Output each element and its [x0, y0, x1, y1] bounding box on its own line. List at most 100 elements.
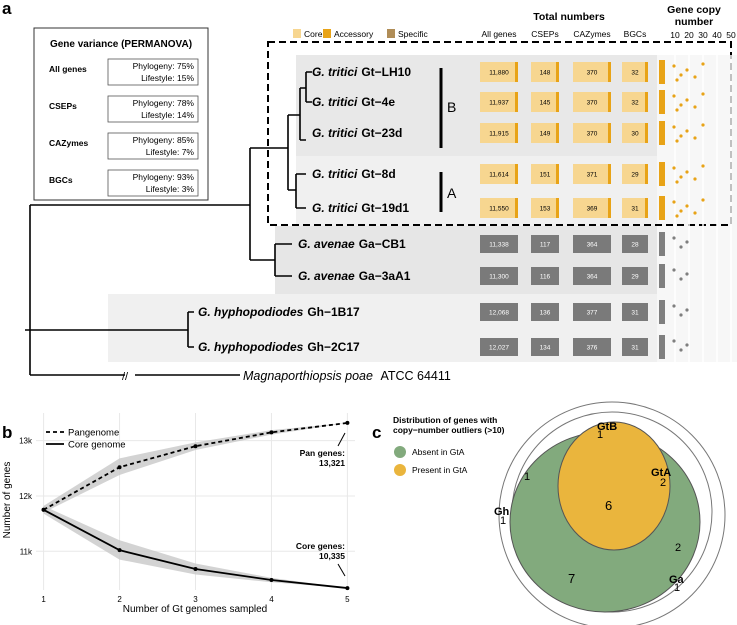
x-tick-label: 1 — [41, 595, 46, 604]
bar-accessory — [515, 198, 518, 218]
copy-dot — [672, 64, 676, 68]
data-point — [345, 586, 350, 591]
bar-value: 11,937 — [489, 100, 509, 107]
tree-node-lh10-4e — [305, 71, 312, 103]
tip-strain: Gt−19d1 — [361, 201, 409, 215]
copy-dot — [685, 68, 689, 72]
venn-diagram: GtB 1 GtA 2 1 Gh 1 6 7 2 Ga 1 — [494, 401, 726, 625]
copy-strip — [659, 232, 665, 256]
copy-dot — [685, 170, 689, 174]
y-tick-label: 12k — [19, 492, 33, 501]
bar-core — [622, 123, 648, 143]
bar-value: 116 — [540, 274, 551, 281]
copy-tick-label: 20 — [684, 30, 694, 40]
legend-label: Accessory — [334, 29, 374, 39]
copy-dot — [679, 134, 683, 138]
copy-dot — [672, 125, 676, 129]
copy-dot — [685, 272, 689, 276]
copy-strip — [659, 335, 665, 359]
bar-value: 30 — [631, 131, 639, 138]
bar-accessory — [556, 164, 559, 184]
bar-value: 11,880 — [489, 70, 509, 77]
copy-dot — [679, 175, 683, 179]
copy-dot — [672, 304, 676, 308]
copy-dot — [679, 245, 683, 249]
copy-dot — [685, 204, 689, 208]
tip-species: G. avenae — [298, 237, 355, 251]
tip-strain: Ga−CB1 — [359, 237, 406, 251]
core-annotation-label: Core genes: — [296, 541, 345, 551]
bar-accessory — [608, 123, 611, 143]
bar-core — [622, 164, 648, 184]
pangenome-line — [43, 422, 348, 511]
bar-accessory — [608, 198, 611, 218]
copy-dot — [701, 123, 705, 127]
variance-row-label: CAZymes — [49, 138, 88, 148]
tree-node-tritici — [287, 114, 300, 191]
bar-total — [622, 338, 648, 356]
variance-row-label: BGCs — [49, 175, 73, 185]
bar-total — [573, 303, 611, 321]
bar-accessory — [645, 164, 648, 184]
pan-annotation-value: 13,321 — [319, 458, 345, 468]
venn-present-region — [557, 421, 671, 551]
copy-number-dots — [659, 60, 705, 359]
data-point — [193, 444, 198, 449]
variance-phylogeny: Phylogeny: 75% — [133, 61, 195, 71]
bar-total — [480, 235, 518, 253]
legend-present-label: Present in GtA — [412, 465, 468, 475]
bar-value: 32 — [631, 70, 639, 77]
variance-row-box — [107, 132, 199, 160]
tree-node-hyphopodiodes — [25, 311, 194, 348]
copy-dot — [675, 139, 679, 143]
bar-total — [480, 303, 518, 321]
tip-strain: Gt−8d — [361, 167, 395, 181]
bar-value: 371 — [587, 172, 598, 179]
venn-title-line-2: copy−number outliers (>10) — [393, 425, 505, 435]
bar-value: 31 — [631, 345, 639, 352]
bar-core — [480, 198, 518, 218]
venn-num-right: 2 — [675, 542, 681, 554]
copy-dot — [672, 94, 676, 98]
venn-num-gtb-top: 1 — [597, 429, 603, 441]
copy-dot — [679, 348, 683, 352]
bar-value: 364 — [587, 274, 598, 281]
bar-accessory — [556, 123, 559, 143]
bar-accessory — [608, 62, 611, 82]
bar-value: 12,068 — [489, 310, 509, 317]
x-tick-label: 3 — [193, 595, 198, 604]
column-header: All genes — [482, 29, 517, 39]
tree-node-clade-b — [299, 87, 306, 141]
bar-accessory — [645, 62, 648, 82]
bar-value: 117 — [540, 242, 551, 249]
bar-value: 151 — [540, 172, 551, 179]
bar-core — [480, 62, 518, 82]
data-point — [41, 507, 46, 512]
column-header: BGCs — [624, 29, 647, 39]
x-axis-label: Number of Gt genomes sampled — [123, 604, 268, 615]
bar-value: 377 — [587, 310, 598, 317]
bar-core — [531, 164, 559, 184]
copy-dot — [672, 339, 676, 343]
bar-value: 31 — [631, 310, 639, 317]
venn-num-center: 6 — [605, 498, 612, 513]
tip-strain: Gt−LH10 — [361, 65, 411, 79]
variance-lifestyle: Lifestyle: 14% — [141, 110, 194, 120]
copy-dot — [679, 73, 683, 77]
bar-value: 11,550 — [489, 206, 509, 213]
data-point — [345, 420, 350, 425]
pan-annotation-label: Pan genes: — [300, 448, 346, 458]
data-point — [269, 430, 274, 435]
bar-total — [531, 267, 559, 285]
bar-value: 364 — [587, 242, 598, 249]
clade-b-label: B — [447, 99, 456, 115]
line-legend-label: Pangenome — [68, 428, 119, 439]
copy-strip — [659, 60, 665, 84]
bar-core — [573, 123, 611, 143]
legend-absent-label: Absent in GtA — [412, 447, 465, 457]
bar-value: 145 — [540, 100, 551, 107]
